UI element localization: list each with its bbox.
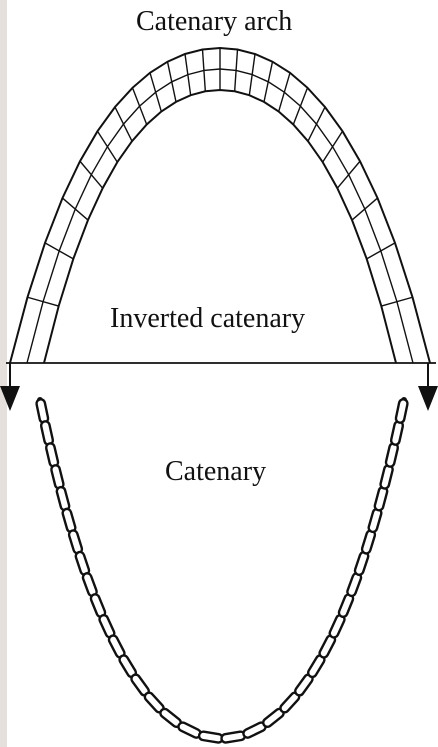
hanging-chain: [36, 397, 408, 743]
chain-link: [368, 508, 383, 533]
chain-link: [374, 486, 388, 511]
arch-joint: [63, 198, 89, 220]
chain-link: [380, 464, 394, 489]
chain-link: [68, 529, 83, 554]
catenary-label: Catenary: [165, 458, 266, 486]
inverted-catenary-label: Inverted catenary: [110, 305, 305, 333]
arch-joint: [28, 297, 59, 306]
arch-joint: [293, 88, 307, 125]
chain-link: [40, 421, 53, 446]
left-arrowhead: [0, 386, 20, 411]
arch-title: Catenary arch: [136, 8, 292, 36]
arch-joint: [308, 107, 325, 141]
chain-link: [45, 443, 59, 468]
arch-joint: [150, 73, 161, 112]
inversion-arrows: [0, 363, 438, 411]
right-arrowhead: [418, 386, 438, 411]
arch-joint: [367, 243, 395, 259]
arch-joint: [45, 243, 73, 259]
chain-link: [36, 399, 49, 424]
chain-link: [385, 443, 399, 468]
arch-joint: [80, 161, 103, 188]
arch-joint: [168, 62, 177, 102]
arch-joint: [381, 297, 412, 306]
chain-link: [221, 731, 246, 743]
chain-link: [395, 399, 408, 424]
arch-joint: [115, 107, 132, 141]
arch-joint: [279, 73, 290, 112]
chain-link: [56, 486, 70, 511]
chain-link: [361, 529, 376, 554]
chain-link: [390, 421, 403, 446]
arch-joint: [337, 161, 360, 188]
arch-joint: [264, 62, 273, 102]
chain-link: [354, 551, 369, 576]
arch-joint: [352, 198, 378, 220]
chain-link: [198, 731, 223, 743]
chain-link: [62, 508, 77, 533]
arch-joint: [133, 88, 147, 125]
chain-link: [50, 464, 64, 489]
